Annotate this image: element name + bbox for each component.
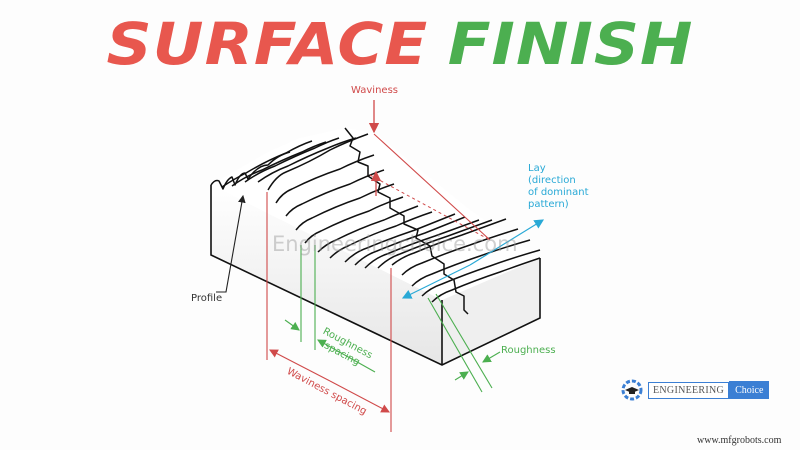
profile-label: Profile [191,293,223,304]
waviness-label: Waviness [351,85,398,96]
roughness-label: Roughness [501,345,556,356]
lay-label-line: pattern) [528,199,569,210]
gear-graduation-cap-icon [621,379,643,401]
waviness-markers [266,100,491,432]
page-title: SURFACE FINISH [0,12,800,76]
block [210,128,541,366]
title-word-surface: SURFACE [106,10,429,78]
roughness-markers [427,293,501,393]
lay-label-line: Lay [528,163,546,174]
profile-leader [216,194,246,293]
title-word-finish: FINISH [447,10,694,78]
lay-direction-arrow [401,219,545,299]
roughness-spacing-markers [284,245,376,373]
logo-text-choice: Choice [729,381,770,399]
lay-label-line: (direction [528,175,576,186]
logo-text-engineering: ENGINEERING [648,381,730,399]
lay-label-line: of dominant [528,187,589,198]
surface-ridges [210,127,541,315]
watermark: Engineeringchoice.com [272,232,518,256]
footer-site-url: www.mfgrobots.com [697,435,782,446]
lay-label: Lay (direction of dominant pattern) [528,163,589,211]
